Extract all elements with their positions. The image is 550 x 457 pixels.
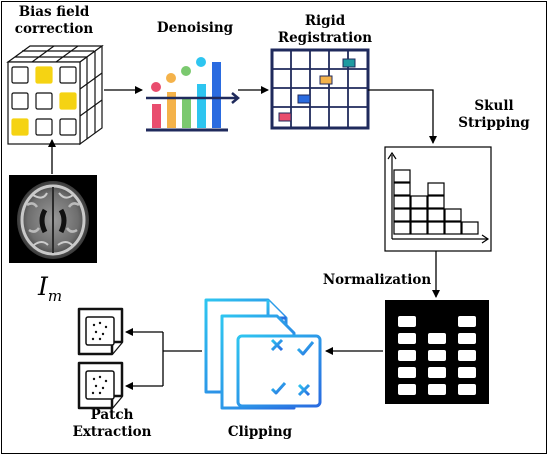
input-label-base: I: [38, 272, 48, 301]
patch-icon-top: [77, 307, 124, 356]
skull-stripping-label: Skull Stripping: [444, 98, 544, 132]
brain-mri-graphic: [17, 181, 89, 259]
bias-field-label: Bias field correction: [4, 4, 104, 38]
bias-field-cube-icon: [6, 44, 104, 146]
bias-field-label-line2: correction: [14, 21, 94, 37]
arrow-registration-to-skull: [368, 89, 437, 144]
skull-stripping-icon: [384, 146, 492, 252]
bias-field-label-line1: Bias field: [18, 4, 90, 20]
normalization-label: Normalization: [322, 272, 432, 288]
input-image-label: Im: [38, 272, 62, 305]
patch-label-line2: Extraction: [72, 424, 152, 440]
rigid-label-line1: Rigid: [304, 13, 346, 29]
patch-label-line1: Patch: [90, 407, 134, 423]
brain-mri-image: [9, 175, 97, 263]
skull-label-line1: Skull: [474, 98, 514, 114]
clipping-label: Clipping: [227, 424, 293, 440]
rigid-registration-label: Rigid Registration: [265, 13, 385, 47]
registration-grid-icon: [270, 48, 370, 130]
denoising-chart-icon: [146, 57, 240, 132]
input-label-subscript: m: [47, 287, 63, 305]
normalization-icon: [385, 300, 489, 404]
denoising-label: Denoising: [156, 20, 234, 36]
patch-extraction-label: Patch Extraction: [62, 407, 162, 441]
skull-label-line2: Stripping: [458, 115, 530, 131]
patch-icon-bottom: [77, 361, 124, 410]
clipping-document-icon: [204, 298, 322, 410]
rigid-label-line2: Registration: [277, 30, 373, 46]
